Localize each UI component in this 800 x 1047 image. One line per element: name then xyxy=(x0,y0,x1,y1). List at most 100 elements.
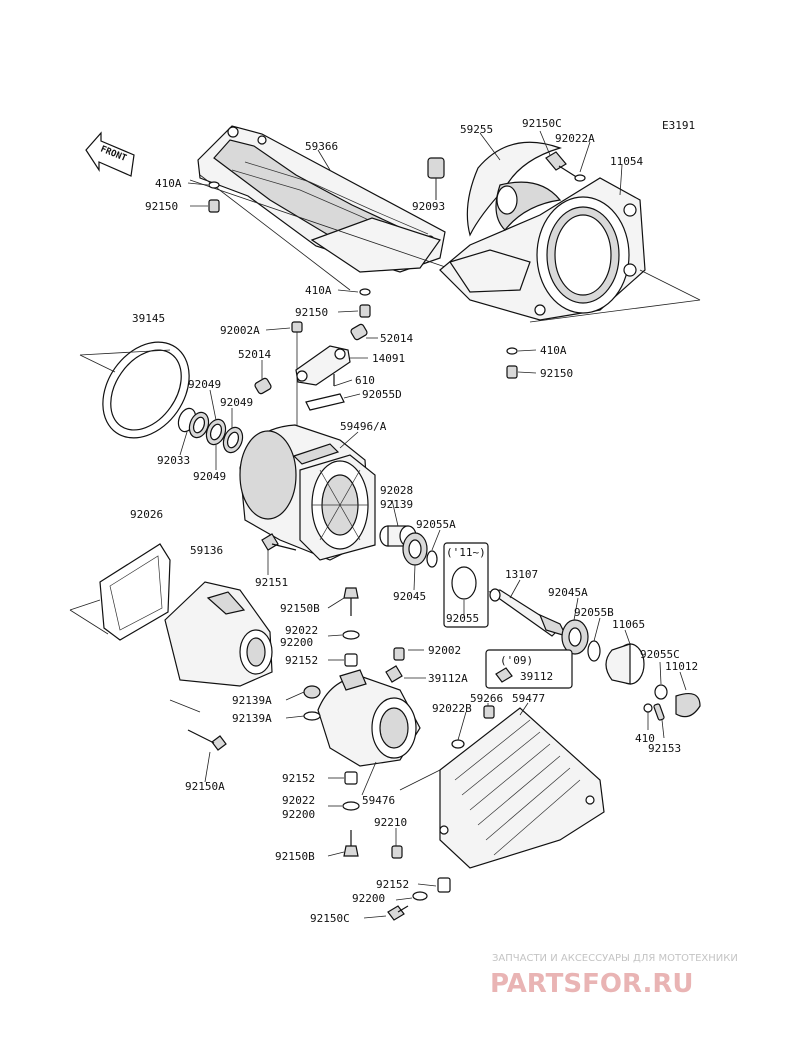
ride-plate-bracket xyxy=(189,125,461,291)
washer-410a-1 xyxy=(208,181,220,189)
bolt-92002 xyxy=(393,647,405,661)
reverse-bucket xyxy=(317,669,421,767)
callout-label: 92210 xyxy=(374,816,407,829)
fitting-59266 xyxy=(483,705,495,719)
callout-label: 92200 xyxy=(352,892,385,905)
leader-lines xyxy=(179,130,687,919)
callout-label: 92093 xyxy=(412,200,445,213)
callout-label: 92055C xyxy=(640,648,680,661)
callout-label: 92152 xyxy=(282,772,315,785)
callout-label: 92026 xyxy=(130,508,163,521)
callout-label: 92200 xyxy=(280,636,313,649)
washer-92022-2 xyxy=(342,801,360,811)
callout-label: 92150C xyxy=(522,117,562,130)
bolt-92150b-2 xyxy=(343,830,359,857)
callout-label: ('09) xyxy=(500,654,533,667)
collar-92152-2 xyxy=(344,771,358,785)
watermark: ЗАПЧАСТИ И АКСЕССУАРЫ ДЛЯ МОТОТЕХНИКИ PA… xyxy=(490,953,738,999)
callout-label: 92002 xyxy=(428,644,461,657)
watermark-line1: ЗАПЧАСТИ И АКСЕССУАРЫ ДЛЯ МОТОТЕХНИКИ xyxy=(492,953,738,964)
washer-92022b xyxy=(451,739,465,749)
callout-label: 92049 xyxy=(188,378,221,391)
callout-label: 59136 xyxy=(190,544,223,557)
seal-ring-92049-b xyxy=(205,418,227,446)
callout-label: 92150B xyxy=(280,602,320,615)
washer-410 xyxy=(643,703,653,713)
callout-label: 92028 xyxy=(380,484,413,497)
bolt-92150c-top xyxy=(545,151,586,182)
callout-label: 92055B xyxy=(574,606,614,619)
callout-label: 410A xyxy=(305,284,332,297)
gasket-92026 xyxy=(69,543,171,641)
note-box-11 xyxy=(443,542,489,628)
callout-label: 59476 xyxy=(362,794,395,807)
seal-ring-92049-c xyxy=(222,426,244,454)
pump-duct-housing xyxy=(439,177,701,323)
washer-92022-1 xyxy=(342,630,360,640)
callout-label: 410A xyxy=(540,344,567,357)
callout-label: 92002A xyxy=(220,324,260,337)
o-ring-92055c xyxy=(654,684,668,700)
bolt-92150-2 xyxy=(359,304,371,318)
cap-11065 xyxy=(605,643,645,685)
o-ring-92055a xyxy=(426,550,438,568)
callout-label: 39112A xyxy=(428,672,468,685)
callout-label: 13107 xyxy=(505,568,538,581)
callout-label: 92045 xyxy=(393,590,426,603)
front-arrow-icon: FRONT xyxy=(85,131,135,177)
callout-label: 11012 xyxy=(665,660,698,673)
callout-label: 39145 xyxy=(132,312,165,325)
callout-label: 92139A xyxy=(232,694,272,707)
callout-label: 610 xyxy=(355,374,375,387)
callout-label: 59496/A xyxy=(340,420,387,433)
callout-label: 92022 xyxy=(285,624,318,637)
bolt-92150-3 xyxy=(506,365,518,379)
bearing-92045a xyxy=(561,619,589,655)
callout-label: 92045A xyxy=(548,586,588,599)
callout-label: 52014 xyxy=(380,332,413,345)
callout-label: 92152 xyxy=(376,878,409,891)
callout-label: 92022 xyxy=(282,794,315,807)
bolt-92002a xyxy=(291,321,303,430)
pump-case xyxy=(239,424,376,561)
watermark-logo: PARTSFOR.RU xyxy=(490,969,693,999)
callout-label: 11065 xyxy=(612,618,645,631)
callout-label: 410 xyxy=(635,732,655,745)
bolt-92210 xyxy=(391,845,403,859)
hose-fitting-52014-left xyxy=(254,377,272,395)
callout-labels: 59366 59255 92150C 92022A 11054 410A 921… xyxy=(130,117,698,925)
callout-label: 92151 xyxy=(255,576,288,589)
collar-92152-3 xyxy=(437,877,451,893)
washer-410a-2 xyxy=(359,288,371,296)
callout-label: 92200 xyxy=(282,808,315,821)
bolt-92150c-bottom xyxy=(387,905,409,921)
bolt-92150-1 xyxy=(208,199,220,213)
hose-fitting-52014-right xyxy=(350,323,368,341)
large-o-ring xyxy=(79,341,190,439)
callout-label: 59266 xyxy=(470,692,503,705)
callout-label: 92150A xyxy=(185,780,225,793)
callout-label: 92150C xyxy=(310,912,350,925)
bracket-14091 xyxy=(295,345,351,386)
callout-label: 59477 xyxy=(512,692,545,705)
callout-label: 92139A xyxy=(232,712,272,725)
callout-label: 92150 xyxy=(145,200,178,213)
callout-label: 92055D xyxy=(362,388,402,401)
callout-label: 59366 xyxy=(305,140,338,153)
callout-label: 59255 xyxy=(460,123,493,136)
callout-label: 92022B xyxy=(432,702,472,715)
bolt-92153 xyxy=(653,703,665,721)
callout-label: 14091 xyxy=(372,352,405,365)
cap-11012 xyxy=(675,693,701,718)
bearing-92045 xyxy=(402,532,428,566)
washer-92139a-2 xyxy=(303,711,321,721)
callout-label: 92150B xyxy=(275,850,315,863)
callout-label: 92033 xyxy=(157,454,190,467)
diagram-code: E3191 xyxy=(662,119,695,132)
callout-label: 92150 xyxy=(295,306,328,319)
callout-label: 92022A xyxy=(555,132,595,145)
callout-label: ('11~) xyxy=(446,546,486,559)
nozzle-59136 xyxy=(164,581,273,713)
bushing-92028 xyxy=(379,525,417,547)
